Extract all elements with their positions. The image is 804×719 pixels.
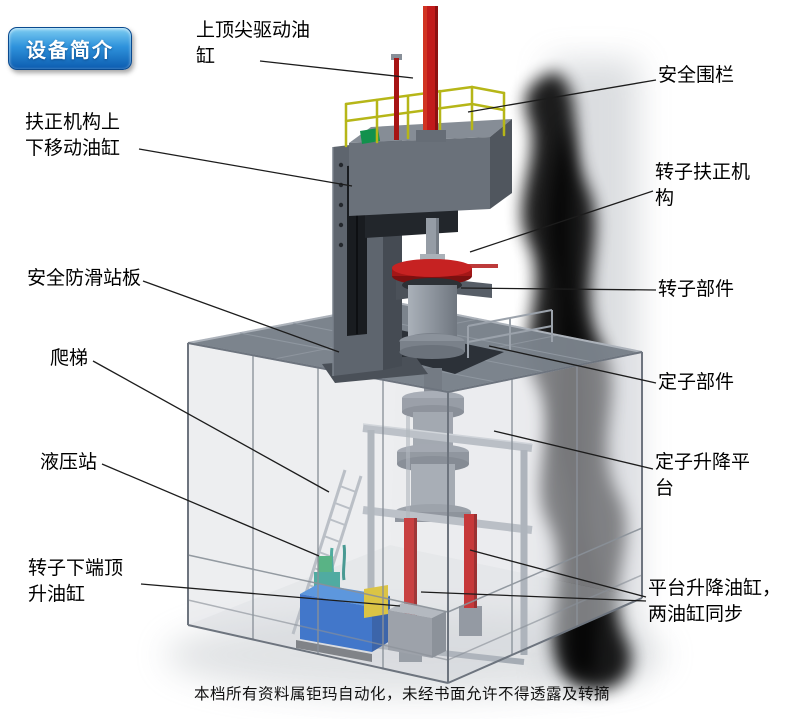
leader-rotor-bottom-jack-cylinder (140, 583, 401, 607)
leader-stator-lift-platform (493, 430, 654, 470)
title-badge: 设备简介 (8, 27, 132, 70)
top-spindle-drive-cylinder (391, 6, 446, 142)
enclosure-frame (187, 342, 643, 684)
footer-note: 本档所有资料属钜玛自动化，未经书面允许不得透露及转摘 (193, 686, 610, 703)
label-hydraulic-station: 液压站 (40, 452, 98, 473)
label-safety-fence: 安全围栏 (658, 65, 735, 86)
label-rotor-straightener: 转子扶正机 构 (655, 162, 751, 209)
leader-top-spindle-cylinder (259, 60, 414, 79)
leader-rotor-straightener (469, 190, 654, 253)
label-stator-lift-platform: 定子升降平 台 (655, 452, 751, 499)
leader-antislip-standing-board (142, 280, 340, 353)
label-antislip-standing-board: 安全防滑站板 (27, 268, 142, 289)
leader-hydraulic-station (101, 463, 320, 557)
leader-stator-component (488, 345, 657, 384)
leader-straightener-lift-cylinder (138, 148, 353, 187)
leader-lines (92, 60, 657, 607)
leader-rotor-component (460, 287, 657, 291)
rotor-assembly (392, 218, 498, 359)
safety-fence-railing (344, 85, 506, 148)
label-rotor-bottom-jack-cylinder: 转子下端顶 升油缸 (28, 558, 124, 605)
leader-safety-fence (467, 79, 657, 113)
leader-platform-cylinder-b (420, 591, 647, 602)
label-top-spindle-cylinder: 上顶尖驱动油 缸 (196, 20, 311, 67)
label-platform-lift-cylinders: 平台升降油缸， 两油缸同步 (648, 578, 782, 625)
leader-ladder (92, 360, 330, 493)
hydraulic-station-unit (296, 544, 446, 662)
label-rotor-component: 转子部件 (658, 279, 735, 300)
leader-platform-cylinder-a (469, 549, 647, 598)
label-straightener-lift-cylinder: 扶正机构上 下移动油缸 (25, 112, 121, 159)
label-stator-component: 定子部件 (658, 372, 735, 393)
label-ladder: 爬梯 (50, 348, 89, 369)
